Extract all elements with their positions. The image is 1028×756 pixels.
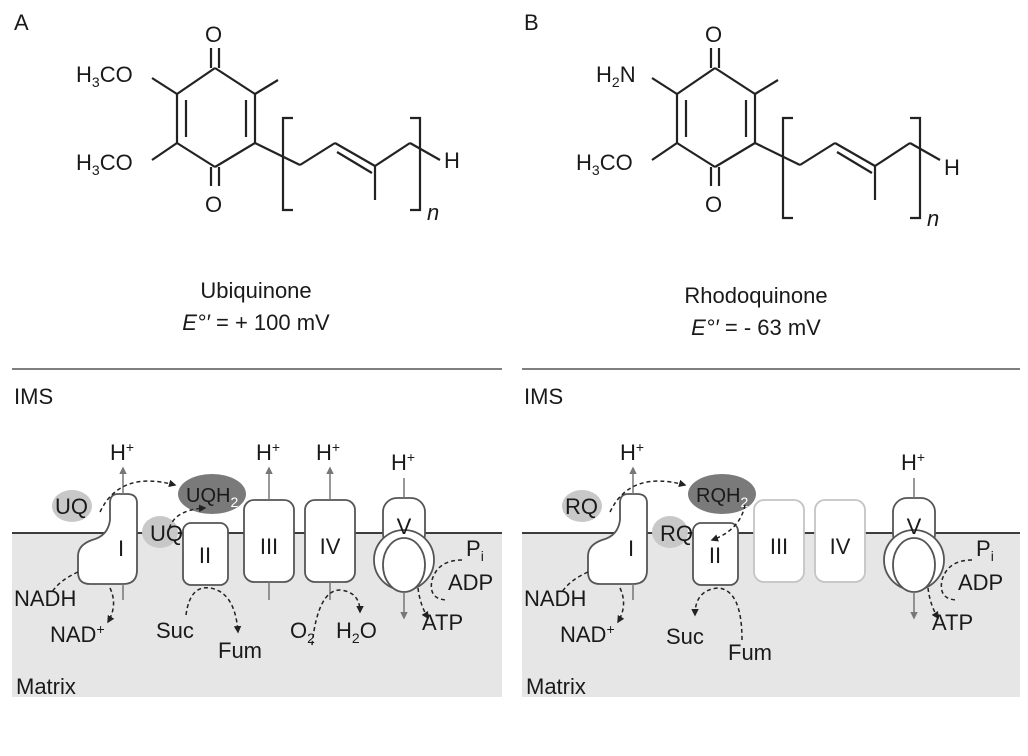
a-adp: ADP <box>448 570 493 595</box>
b-proton-i: H+ <box>620 439 644 465</box>
panel-b-membrane: IMS Matrix I II III IV V H+ H+ RQ RQ RQH… <box>522 384 1020 699</box>
a-proton-v: H+ <box>391 449 415 475</box>
a-ims-label: IMS <box>14 384 53 409</box>
a-suc: Suc <box>156 618 194 643</box>
b-adp: ADP <box>958 570 1003 595</box>
a-complex-v-head <box>382 537 426 593</box>
b-atp: ATP <box>932 610 973 635</box>
a-fum: Fum <box>218 638 262 663</box>
a-carbonyl-top: O <box>205 22 222 47</box>
panel-b-letter: B <box>524 10 539 35</box>
b-nad: NAD+ <box>560 621 615 647</box>
b-carbonyl-bottom: O <box>705 192 722 217</box>
a-complex-ii <box>182 522 229 586</box>
a-proton-iv: H+ <box>316 439 340 465</box>
b-rq-label-2: RQ <box>660 521 693 546</box>
a-substituent-top: H3CO <box>76 62 133 90</box>
b-terminal-h: H <box>944 155 960 180</box>
panel-a-letter: A <box>14 10 29 35</box>
b-complex-i <box>587 493 648 585</box>
a-proton-iii: H+ <box>256 439 280 465</box>
b-complex-ii-label: II <box>709 543 721 568</box>
a-complex-i <box>77 493 138 585</box>
a-complex-iii-label: III <box>260 534 278 559</box>
b-pi: Pi <box>976 536 994 564</box>
b-fum: Fum <box>728 640 772 665</box>
b-complex-i-label: I <box>628 536 634 561</box>
b-repeat-n: n <box>927 206 939 231</box>
a-potential: E°′ = + 100 mV <box>182 310 330 335</box>
panel-b-structure <box>651 48 941 220</box>
b-potential: E°′ = - 63 mV <box>691 315 821 340</box>
b-complex-v-label: V <box>907 514 922 539</box>
b-suc: Suc <box>666 624 704 649</box>
panel-a-membrane: IMS Matrix I II III IV V H+ H+ H+ H+ <box>12 384 502 699</box>
a-nadh: NADH <box>14 586 76 611</box>
a-quinone-name: Ubiquinone <box>200 278 311 303</box>
b-nadh: NADH <box>524 586 586 611</box>
a-complex-ii-label: II <box>199 543 211 568</box>
b-rqh2-label: RQH2 <box>696 485 748 510</box>
a-pi: Pi <box>466 536 484 564</box>
a-nad: NAD+ <box>50 621 105 647</box>
b-complex-iv-label: IV <box>830 534 851 559</box>
b-substituent-top: H2N <box>596 62 636 90</box>
a-complex-v-label: V <box>397 514 412 539</box>
a-complex-i-label: I <box>118 536 124 561</box>
b-rq-label-1: RQ <box>565 494 598 519</box>
b-rqh2-blob <box>688 474 756 514</box>
b-rq-blob-2 <box>652 516 688 548</box>
a-complex-iv-label: IV <box>320 534 341 559</box>
b-complex-v-head <box>892 537 936 593</box>
a-substituent-bottom: H3CO <box>76 150 133 178</box>
b-ims-label: IMS <box>524 384 563 409</box>
a-uqh2-label: UQH2 <box>186 485 238 510</box>
b-complex-iv <box>814 499 866 583</box>
a-repeat-n: n <box>427 200 439 225</box>
a-uq-label-1: UQ <box>55 494 88 519</box>
a-uq-label-2: UQ <box>150 521 183 546</box>
b-complex-iii <box>753 499 805 583</box>
a-proton-i: H+ <box>110 439 134 465</box>
b-complex-ii <box>692 522 739 586</box>
b-quinone-name: Rhodoquinone <box>684 283 827 308</box>
b-complex-iii-label: III <box>770 534 788 559</box>
b-matrix-label: Matrix <box>526 674 586 699</box>
b-carbonyl-top: O <box>705 22 722 47</box>
b-substituent-bottom: H3CO <box>576 150 633 178</box>
a-uqh2-blob <box>178 474 246 514</box>
a-matrix-label: Matrix <box>16 674 76 699</box>
a-atp: ATP <box>422 610 463 635</box>
a-uq-blob-1 <box>52 490 92 522</box>
panel-a-structure: A <box>14 10 441 212</box>
b-proton-v: H+ <box>901 449 925 475</box>
a-uq-blob-2 <box>142 516 178 548</box>
a-terminal-h: H <box>444 148 460 173</box>
a-carbonyl-bottom: O <box>205 192 222 217</box>
b-rq-blob-1 <box>562 490 602 522</box>
